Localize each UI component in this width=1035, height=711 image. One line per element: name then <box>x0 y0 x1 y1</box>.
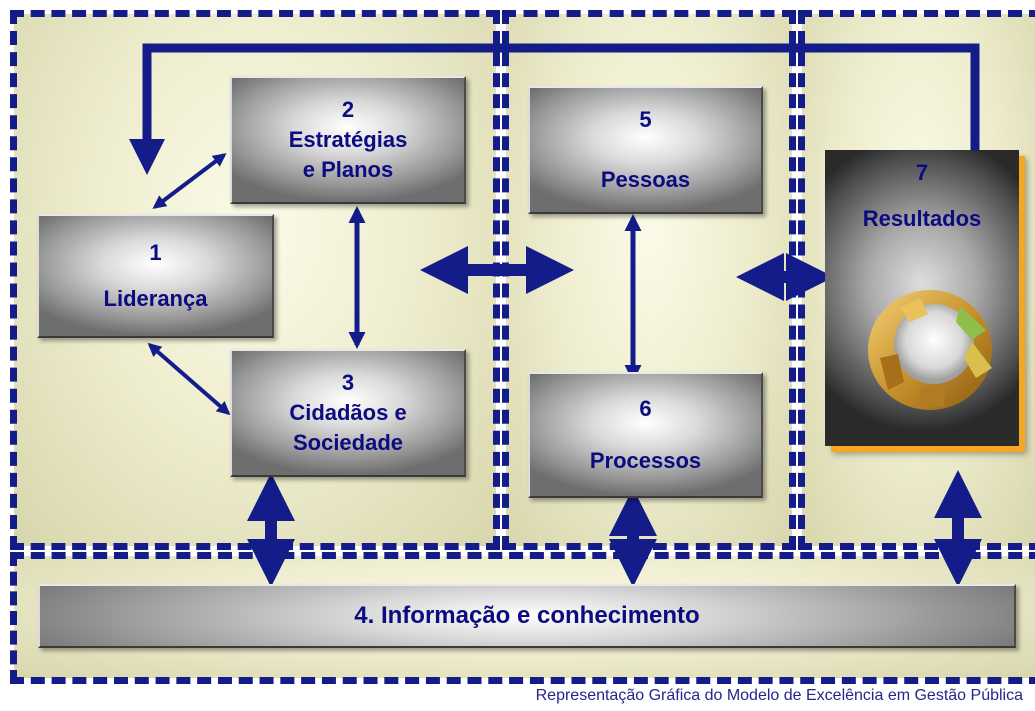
arrow-lideranca-estrategias <box>152 153 227 209</box>
box-processos: 6 Processos <box>528 372 763 498</box>
box-resultados-label: Resultados <box>862 206 982 231</box>
box-estrategias-line2: e Planos <box>302 157 394 182</box>
figure-caption: Representação Gráfica do Modelo de Excel… <box>535 687 1023 704</box>
box-processos-number: 6 <box>639 396 652 421</box>
feedback-arrow <box>129 43 980 175</box>
box-resultados-number: 7 <box>915 160 929 185</box>
box-pessoas: 5 Pessoas <box>528 86 763 214</box>
box-pessoas-label: Pessoas <box>600 167 691 192</box>
box-lideranca: 1 Liderança <box>37 214 274 338</box>
arrow-lideranca-cidadaos <box>147 342 231 416</box>
box-cidadaos-line2: Sociedade <box>292 430 404 455</box>
box-estrategias-line1: Estratégias <box>288 127 408 152</box>
box-pessoas-number: 5 <box>639 107 652 132</box>
box-processos-label: Processos <box>589 448 702 473</box>
information-frame <box>10 552 1035 684</box>
box-lideranca-number: 1 <box>149 240 162 265</box>
excellence-logo-icon <box>868 290 992 410</box>
box-cidadaos-line1: Cidadãos e <box>289 400 407 425</box>
box-informacao: 4. Informação e conhecimento <box>38 584 1016 648</box>
box-cidadaos-number: 3 <box>341 370 355 395</box>
box-estrategias-number: 2 <box>341 97 355 122</box>
box-informacao-label: 4. Informação e conhecimento <box>354 602 700 629</box>
box-estrategias: 2 Estratégias e Planos <box>230 76 466 204</box>
box-cidadaos: 3 Cidadãos e Sociedade <box>230 349 466 477</box>
box-lideranca-label: Liderança <box>103 286 208 311</box>
